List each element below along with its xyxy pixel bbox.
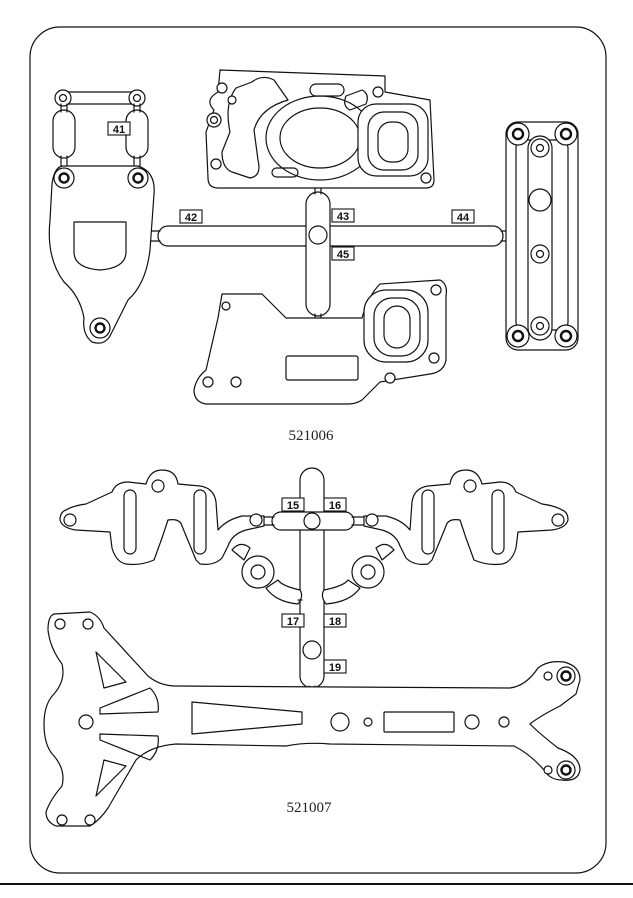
label-16-text: 16 xyxy=(329,500,341,512)
label-42-text: 42 xyxy=(185,212,197,224)
label-41-text: 41 xyxy=(113,124,125,136)
left-wing-arm xyxy=(59,469,265,566)
part-41-link xyxy=(52,89,149,167)
label-45-text: 45 xyxy=(337,249,349,261)
part-44-rail xyxy=(505,121,579,351)
left-rear-plate xyxy=(48,165,155,344)
label-43: 43 xyxy=(331,208,355,223)
label-17: 17 xyxy=(281,613,305,628)
right-wing-arm xyxy=(363,469,569,566)
label-19-text: 19 xyxy=(329,662,341,674)
label-42: 42 xyxy=(179,209,203,224)
upper-runners xyxy=(149,183,513,323)
label-43-text: 43 xyxy=(337,211,349,223)
label-17-text: 17 xyxy=(287,616,299,628)
part-18-holder xyxy=(321,543,395,605)
label-16: 16 xyxy=(323,497,347,512)
label-45: 45 xyxy=(331,246,355,261)
sheet-frame xyxy=(29,26,607,874)
motor-plate-bottom xyxy=(193,279,447,405)
upper-tree-code: 521006 xyxy=(289,428,335,444)
lower-tree-code: 521007 xyxy=(287,800,333,816)
lower-runners xyxy=(261,467,365,697)
label-19: 19 xyxy=(323,659,347,674)
label-41: 41 xyxy=(107,121,131,136)
part-17-holder xyxy=(231,543,303,605)
label-44-text: 44 xyxy=(457,212,470,224)
label-15: 15 xyxy=(281,497,305,512)
label-15-text: 15 xyxy=(287,500,299,512)
upper-parts-tree: 41 42 43 44 45 521006 xyxy=(48,69,579,444)
lower-parts-tree: 15 16 17 18 19 521007 xyxy=(43,467,581,827)
motor-plate-top xyxy=(205,69,435,189)
label-18-text: 18 xyxy=(329,616,341,628)
chassis-plate xyxy=(43,611,581,827)
label-18: 18 xyxy=(323,613,347,628)
label-44: 44 xyxy=(451,209,475,224)
